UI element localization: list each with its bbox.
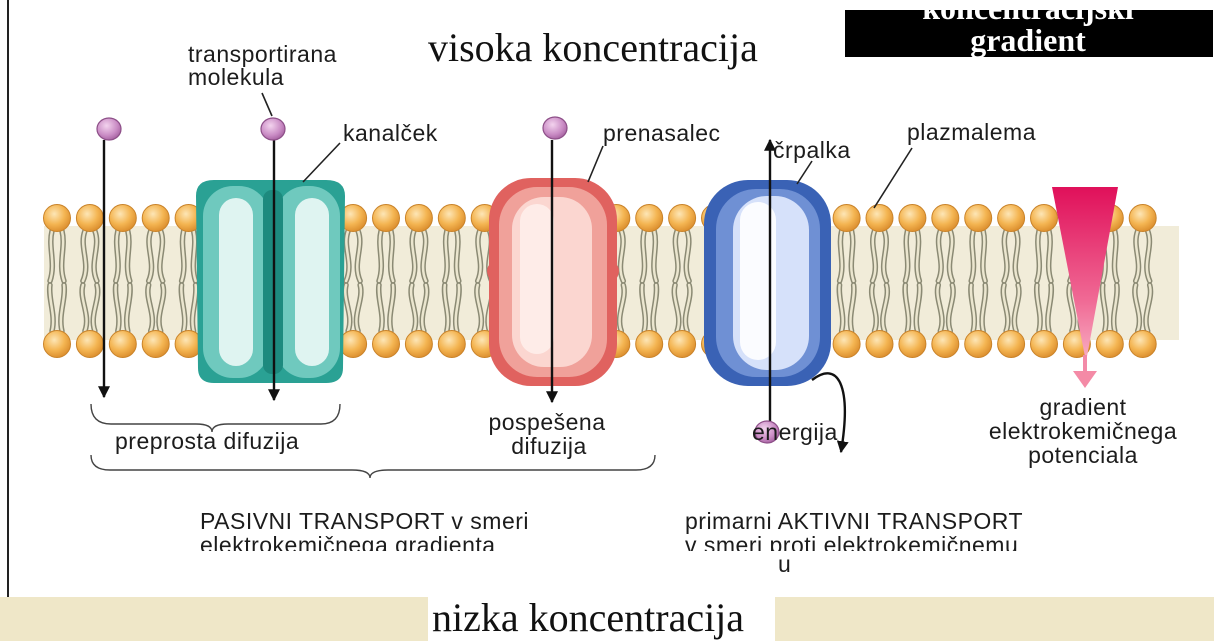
lipid-head	[44, 205, 71, 232]
molecule-carrier	[543, 117, 567, 139]
lipid-head	[405, 331, 432, 358]
passive-transport-label-line2: elektrokemičnega gradienta	[200, 532, 496, 558]
lipid-head	[405, 205, 432, 232]
lipid-head	[373, 205, 400, 232]
bottom-captions: PASIVNI TRANSPORT v smeri elektrokemične…	[200, 508, 1023, 558]
lipid-head	[1129, 205, 1156, 232]
lipid-head	[998, 205, 1025, 232]
lipid-head	[373, 331, 400, 358]
active-transport-label-line1: primarni AKTIVNI TRANSPORT	[685, 508, 1023, 534]
gradient-potential-label-line2: elektrokemičnega	[989, 418, 1177, 444]
lipid-head	[932, 205, 959, 232]
transported-molecule-label-line2: molekula	[188, 64, 284, 90]
leader-channel	[303, 143, 340, 182]
facilitated-diffusion-label-line2: difuzija	[511, 433, 587, 459]
lipid-head	[44, 331, 71, 358]
energy-label: energija	[752, 419, 838, 445]
membrane-label: plazmalema	[907, 119, 1036, 145]
lipid-head	[1129, 331, 1156, 358]
low-concentration-label: nizka koncentracija	[432, 595, 744, 640]
lipid-head	[636, 205, 663, 232]
gradient-potential-label-line1: gradient	[1039, 394, 1126, 420]
gradient-potential-label-line3: potenciala	[1028, 442, 1138, 468]
passive-transport-label-line1: PASIVNI TRANSPORT v smeri	[200, 508, 529, 534]
molecule-channel	[261, 118, 285, 140]
active-transport-label-line3: u	[778, 551, 791, 577]
lipid-head	[340, 331, 367, 358]
lipid-head	[669, 331, 696, 358]
pump-label: črpalka	[773, 137, 851, 163]
lipid-head	[965, 331, 992, 358]
lipid-head	[438, 205, 465, 232]
channel-protein	[196, 180, 345, 383]
concentration-gradient-box: koncentracijski gradient	[845, 0, 1213, 58]
leader-pump	[797, 161, 812, 184]
lipid-head	[965, 205, 992, 232]
lipid-head	[636, 331, 663, 358]
active-transport-label-line2: v smeri proti elektrokemičnemu	[685, 532, 1018, 558]
lipid-head	[109, 205, 136, 232]
channel-label: kanalček	[343, 120, 438, 146]
lipid-head	[142, 205, 169, 232]
leader-transported-molecule	[262, 93, 272, 116]
lipid-head	[1031, 205, 1058, 232]
lipid-head	[833, 205, 860, 232]
lipid-head	[833, 331, 860, 358]
lipid-head	[76, 205, 103, 232]
facilitated-diffusion-label-line1: pospešena	[488, 409, 605, 435]
lipid-head	[866, 205, 893, 232]
lipid-head	[438, 331, 465, 358]
lipid-head	[998, 331, 1025, 358]
high-concentration-label: visoka koncentracija	[428, 25, 758, 70]
molecule-simple-diffusion	[97, 118, 121, 140]
lipid-head	[899, 205, 926, 232]
lipid-head	[669, 205, 696, 232]
lipid-head	[142, 331, 169, 358]
lipid-head	[1096, 331, 1123, 358]
leader-carrier	[588, 146, 603, 182]
lipid-head	[899, 331, 926, 358]
simple-diffusion-label: preprosta difuzija	[115, 428, 299, 454]
lipid-head	[1031, 331, 1058, 358]
gradient-box-line2: gradient	[970, 22, 1086, 58]
pump-protein	[704, 180, 831, 386]
carrier-label: prenasalec	[603, 120, 721, 146]
leader-membrane	[874, 148, 912, 208]
lipid-head	[109, 331, 136, 358]
lipid-head	[866, 331, 893, 358]
lipid-head	[932, 331, 959, 358]
lipid-head	[76, 331, 103, 358]
